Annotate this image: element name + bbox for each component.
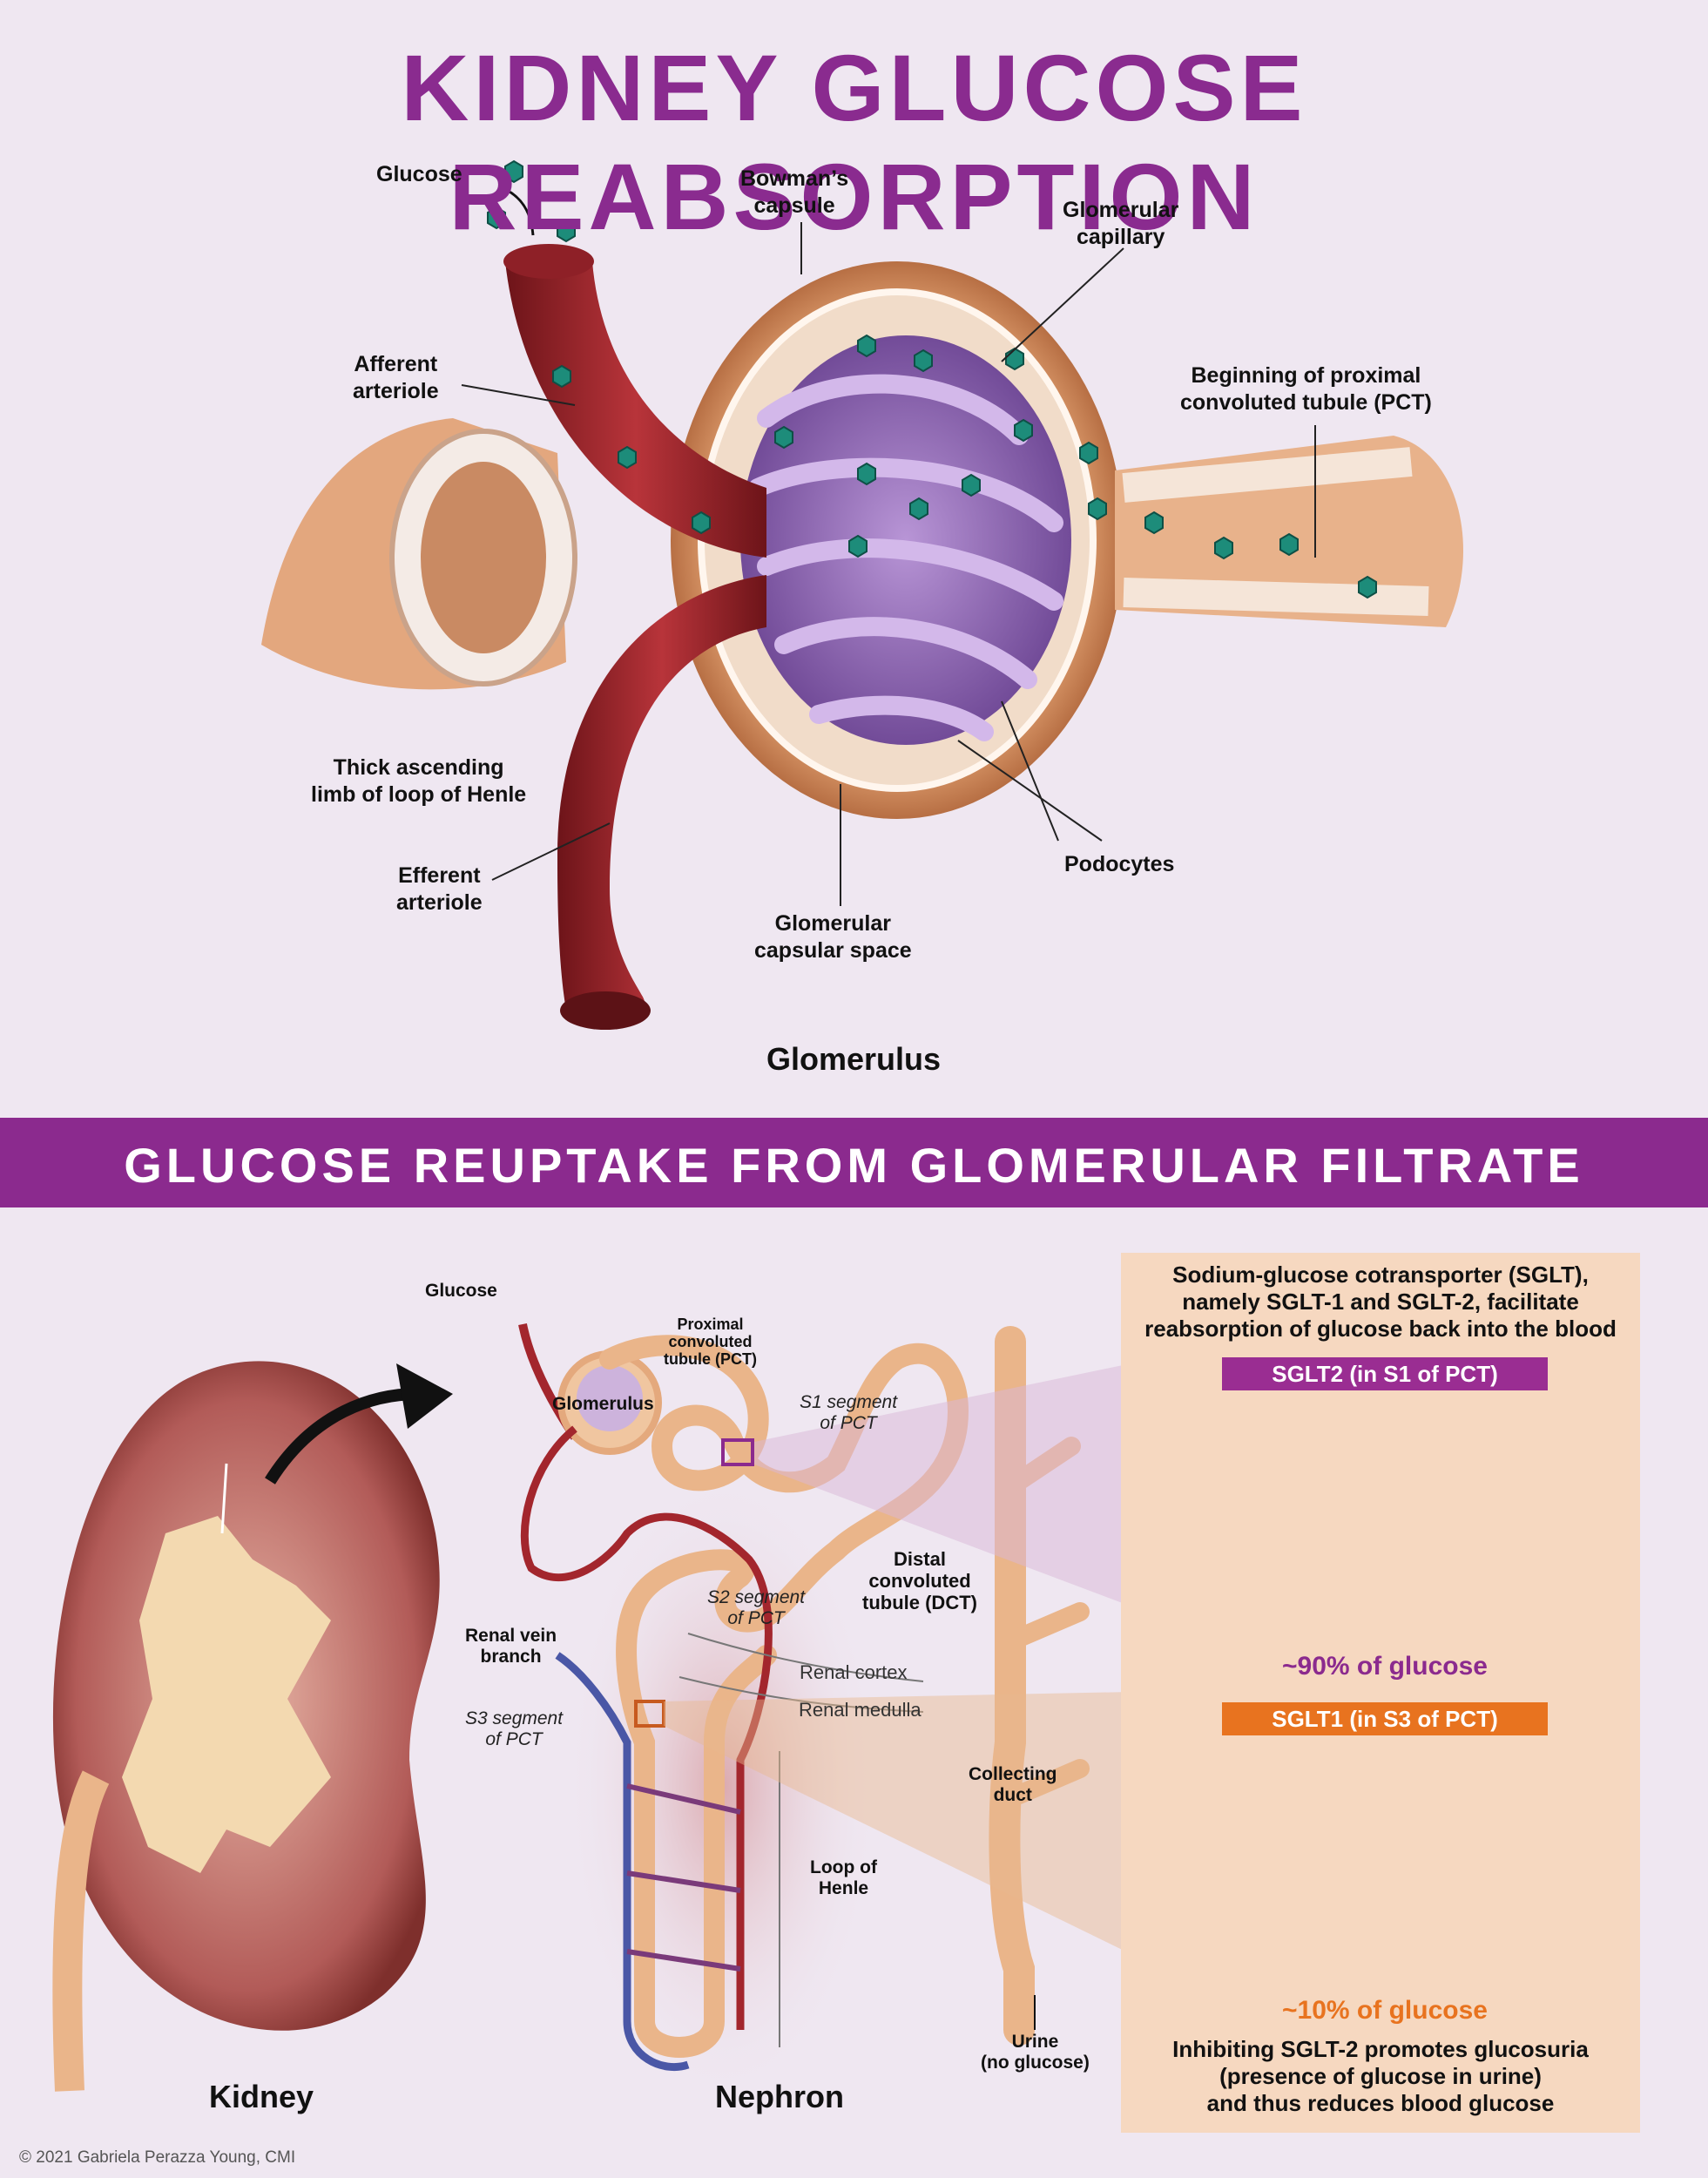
sglt-conclusion-text: Inhibiting SGLT-2 promotes glucosuria (p… — [1172, 2036, 1589, 2116]
caption-kidney: Kidney — [208, 2079, 314, 2114]
label-glucose-bottom: Glucose — [425, 1281, 497, 1301]
label-urine: Urine (no glucose) — [981, 2032, 1090, 2073]
label-thick-ascending-limb: Thick ascending limb of loop of Henle — [311, 755, 527, 807]
label-glomerular-capillary: Glomerular capillary — [1063, 198, 1179, 249]
afferent-arteriole — [503, 244, 766, 558]
label-capsular-space: Glomerular capsular space — [754, 911, 912, 963]
label-s2-segment: S2 segment of PCT — [707, 1587, 806, 1628]
leader-lines-top — [461, 222, 1316, 906]
label-renal-medulla: Renal medulla — [799, 1699, 922, 1721]
sglt1-percent: ~10% of glucose — [1282, 1996, 1488, 2025]
arrowhead — [396, 1363, 453, 1429]
sglt2-label: SGLT2 (in S1 of PCT) — [1222, 1357, 1548, 1390]
proximal-tubule-beginning — [1115, 436, 1463, 627]
sglt-intro-text: Sodium-glucose cotransporter (SGLT), nam… — [1144, 1261, 1617, 1342]
caption-nephron: Nephron — [715, 2079, 844, 2114]
label-collecting-duct: Collecting duct — [969, 1764, 1057, 1805]
label-dct: Distal convoluted tubule (DCT) — [862, 1548, 977, 1613]
sglt2-percent: ~90% of glucose — [1282, 1652, 1488, 1681]
label-pct: Proximal convoluted tubule (PCT) — [664, 1316, 757, 1368]
copyright: © 2021 Gabriela Perazza Young, CMI — [19, 2148, 296, 2167]
efferent-arteriole — [557, 575, 766, 1030]
label-renal-vein-branch: Renal vein branch — [465, 1626, 557, 1667]
cortex-medulla-boundary — [678, 1633, 924, 2047]
glomerular-capillary-tuft — [740, 335, 1071, 745]
label-afferent-arteriole: Afferent arteriole — [353, 352, 439, 403]
label-pct-beginning: Beginning of proximal convoluted tubule … — [1180, 363, 1432, 415]
label-efferent-arteriole: Efferent arteriole — [396, 863, 483, 915]
label-renal-cortex: Renal cortex — [800, 1661, 908, 1683]
label-podocytes: Podocytes — [1064, 852, 1175, 876]
label-s1-segment: S1 segment of PCT — [800, 1392, 898, 1433]
label-loop-of-henle: Loop of Henle — [810, 1857, 877, 1898]
kidney-illustration — [52, 1361, 440, 2092]
section-banner-title: GLUCOSE REUPTAKE FROM GLOMERULAR FILTRAT… — [124, 1138, 1584, 1193]
zoom-wedges — [664, 1346, 1215, 1995]
page-title: KIDNEY GLUCOSE REABSORPTION — [401, 35, 1307, 249]
label-s3-segment: S3 segment of PCT — [465, 1708, 564, 1749]
sglt1-label: SGLT1 (in S3 of PCT) — [1222, 1702, 1548, 1735]
label-bowmans-capsule: Bowman’s capsule — [740, 166, 849, 218]
label-glomerulus-nephron: Glomerulus — [552, 1394, 654, 1414]
kidney-to-nephron-arrow — [265, 1388, 419, 1485]
caption-glomerulus: Glomerulus — [766, 1041, 942, 1077]
glucose-entry-arrow — [500, 186, 535, 236]
label-glucose-top: Glucose — [376, 162, 462, 186]
glucose-molecules-top — [487, 159, 1377, 599]
loop-of-henle-limb — [261, 418, 577, 690]
section-banner — [0, 1118, 1708, 1207]
sglt-info-panel — [1121, 1253, 1640, 2133]
